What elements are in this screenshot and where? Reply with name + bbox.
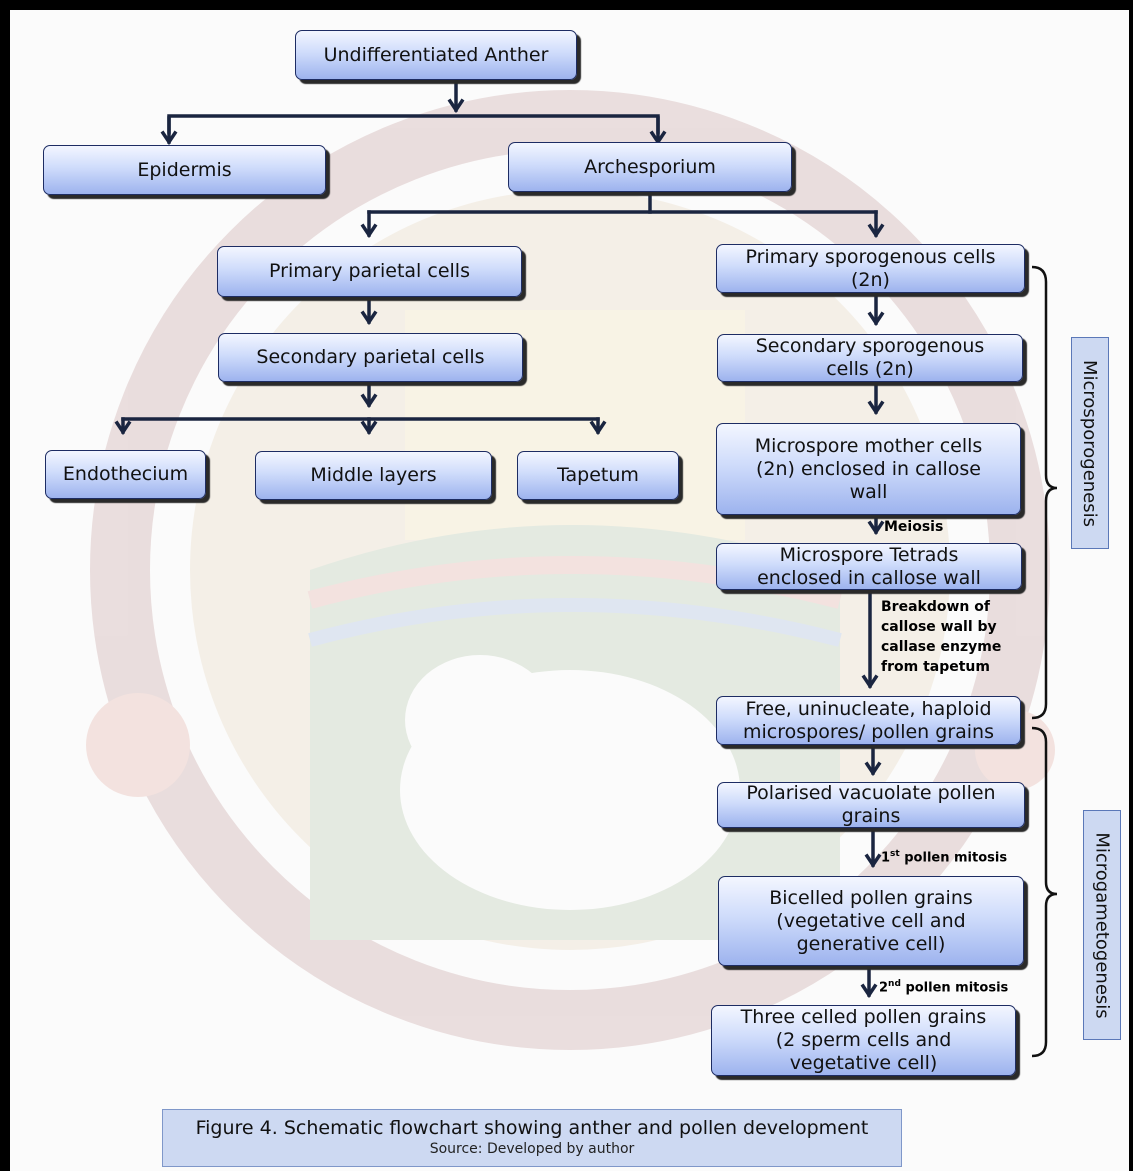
node-undifferentiated-anther: Undifferentiated Anther bbox=[295, 30, 577, 80]
node-middle-layers: Middle layers bbox=[255, 451, 492, 500]
node-tapetum: Tapetum bbox=[517, 451, 679, 500]
node-free-microspores: Free, uninucleate, haploid microspores/ … bbox=[716, 696, 1021, 745]
node-primary-parietal-cells: Primary parietal cells bbox=[217, 246, 522, 297]
connector-lines bbox=[114, 78, 1058, 1058]
node-secondary-parietal-cells: Secondary parietal cells bbox=[218, 333, 523, 382]
figure-caption: Figure 4. Schematic flowchart showing an… bbox=[162, 1109, 902, 1167]
node-archesporium: Archesporium bbox=[508, 142, 792, 192]
node-three-celled-pollen-grains: Three celled pollen grains (2 sperm cell… bbox=[711, 1005, 1016, 1076]
node-epidermis: Epidermis bbox=[43, 145, 326, 195]
edge-label-second-pollen-mitosis: 2nd pollen mitosis bbox=[879, 979, 1009, 996]
node-microspore-tetrads: Microspore Tetrads enclosed in callose w… bbox=[716, 543, 1022, 590]
edge-label-callose-breakdown: Breakdown of callose wall by callase enz… bbox=[881, 599, 1002, 675]
node-microspore-mother-cells: Microspore mother cells (2n) enclosed in… bbox=[716, 423, 1021, 515]
label-microgametogenesis: Microgametogenesis bbox=[1083, 810, 1121, 1040]
node-primary-sporogenous-cells: Primary sporogenous cells (2n) bbox=[716, 244, 1025, 293]
edge-label-meiosis: Meiosis bbox=[884, 519, 944, 535]
caption-source: Source: Developed by author bbox=[429, 1141, 635, 1157]
node-polarised-vacuolate-pollen: Polarised vacuolate pollen grains bbox=[717, 782, 1025, 828]
node-bicelled-pollen-grains: Bicelled pollen grains (vegetative cell … bbox=[718, 876, 1024, 966]
node-secondary-sporogenous-cells: Secondary sporogenous cells (2n) bbox=[717, 334, 1023, 382]
node-endothecium: Endothecium bbox=[45, 450, 206, 499]
label-microsporogenesis: Microsporogenesis bbox=[1071, 337, 1109, 549]
caption-title: Figure 4. Schematic flowchart showing an… bbox=[195, 1117, 869, 1139]
edge-label-first-pollen-mitosis: 1st pollen mitosis bbox=[881, 849, 1008, 866]
